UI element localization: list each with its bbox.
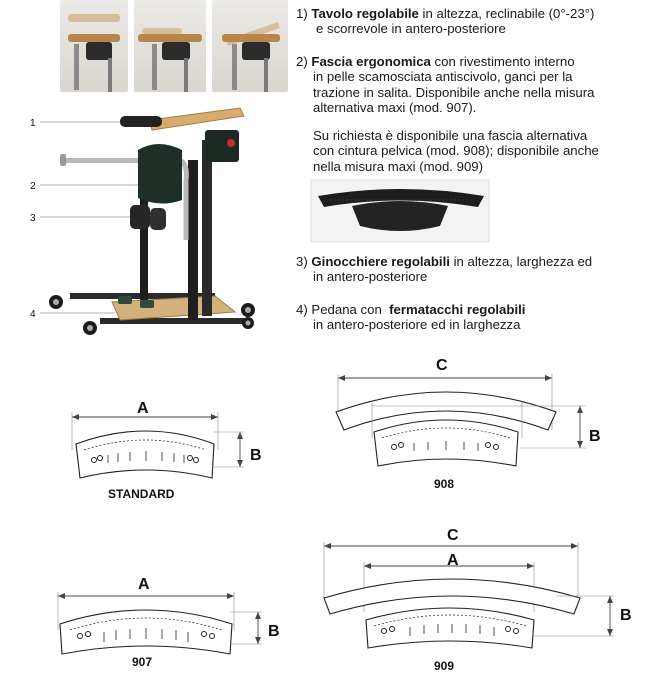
- dim-b-label-standard: B: [250, 447, 262, 464]
- pelvic-belt-note: Su richiesta è disponibile una fascia al…: [313, 128, 648, 174]
- feature-1: 1) Tavolo regolabile in altezza, reclina…: [296, 6, 646, 37]
- callout-number-4: 4: [30, 309, 36, 320]
- table-position-illustration-3: [222, 22, 280, 92]
- dim-c-label-909: C: [447, 527, 459, 544]
- note-line-1: Su richiesta è disponibile una fascia al…: [313, 128, 588, 143]
- feature-2-number: 2): [296, 54, 308, 69]
- caption-standard: STANDARD: [108, 487, 175, 501]
- feature-2: 2) Fascia ergonomica con rivestimento in…: [296, 54, 646, 116]
- feature-2-line-3: alternativa maxi (mod. 907).: [313, 100, 477, 116]
- feature-2-text: con rivestimento interno: [430, 54, 575, 69]
- diagram-909: C A B 909: [323, 527, 632, 673]
- note-line-3: nella misura maxi (mod. 909): [313, 158, 484, 174]
- feature-3-text: in altezza, larghezza ed: [449, 254, 593, 269]
- dim-b-label-907: B: [268, 623, 280, 640]
- dim-c-label-908: C: [436, 357, 448, 374]
- dim-a-label-standard: A: [137, 400, 149, 417]
- dim-b-label-909: B: [620, 607, 632, 624]
- feature-4-title: fermatacchi regolabili: [389, 302, 526, 317]
- feature-3-number: 3): [296, 254, 308, 269]
- feature-4-text-line2: in antero-posteriore ed in larghezza: [313, 317, 521, 333]
- diagram-908: C B 908: [335, 357, 601, 491]
- table-position-photo-2: [134, 0, 206, 92]
- dim-a-label-909: A: [447, 552, 459, 569]
- dim-b-label-908: B: [589, 428, 601, 445]
- caption-909: 909: [434, 659, 454, 673]
- feature-3-title: Ginocchiere regolabili: [311, 254, 450, 269]
- stander-frame: [49, 107, 255, 335]
- table-position-photo-3: [212, 0, 288, 92]
- feature-4-prefix: Pedana con: [307, 302, 390, 317]
- callout-number-2: 2: [30, 181, 36, 192]
- caption-908: 908: [434, 477, 454, 491]
- feature-1-number: 1): [296, 6, 308, 21]
- dim-a-label-907: A: [138, 576, 150, 593]
- feature-1-title: Tavolo regolabile: [311, 6, 419, 21]
- pelvic-belt-photo: [310, 179, 490, 243]
- diagram-standard: A B STANDARD: [71, 400, 262, 501]
- callout-number-1: 1: [30, 118, 36, 129]
- table-position-illustration-1: [68, 14, 120, 92]
- table-position-illustration-2: [138, 28, 202, 92]
- feature-1-text: in altezza, reclinabile (0°-23°): [418, 6, 595, 21]
- feature-4: 4) Pedana con fermatacchi regolabili in …: [296, 302, 646, 333]
- note-line-2: con cintura pelvica (mod. 908); disponib…: [313, 143, 599, 159]
- feature-3-text-line2: in antero-posteriore: [313, 269, 428, 285]
- diagram-907: A B 907: [57, 576, 280, 669]
- callout-number-3: 3: [30, 213, 36, 224]
- feature-2-line-2: trazione in salita. Disponibile anche ne…: [313, 84, 595, 100]
- table-position-photo-1: [60, 0, 128, 92]
- feature-4-number: 4): [296, 302, 308, 317]
- feature-2-line-1: in pelle scamosciata antiscivolo, ganci …: [313, 69, 573, 85]
- feature-2-title: Fascia ergonomica: [311, 54, 431, 69]
- caption-907: 907: [132, 655, 152, 669]
- feature-1-text-line2: e scorrevole in antero-posteriore: [316, 21, 506, 37]
- feature-3: 3) Ginocchiere regolabili in altezza, la…: [296, 254, 646, 285]
